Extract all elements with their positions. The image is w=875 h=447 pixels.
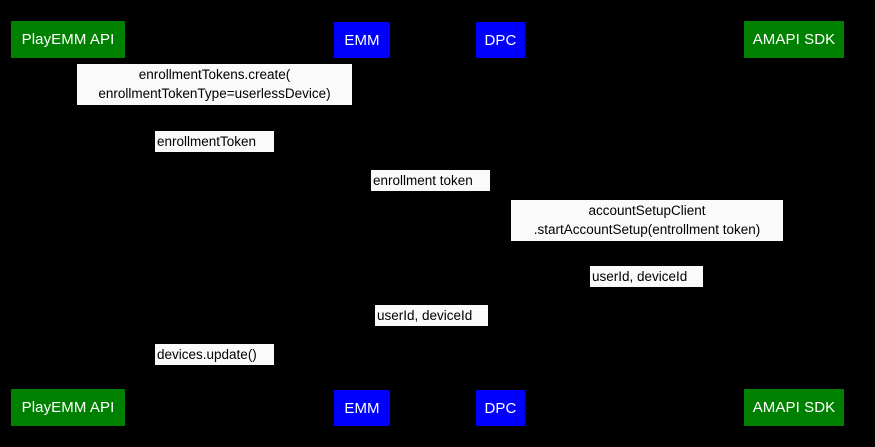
participant-label: DPC bbox=[484, 399, 517, 417]
participant-emm[interactable]: EMM bbox=[334, 22, 390, 58]
participant-label: PlayEMM API bbox=[21, 399, 115, 416]
participant-label: EMM bbox=[344, 399, 380, 417]
message-label-devices-update: devices.update() bbox=[155, 344, 274, 365]
participant-playemm-api[interactable]: PlayEMM API bbox=[11, 21, 125, 58]
message-label-enrollment-token-transfer: enrollment token bbox=[371, 170, 490, 191]
participant-label: AMAPI SDK bbox=[752, 399, 836, 416]
message-label-userid-deviceid-to-dpc: userId, deviceId bbox=[590, 266, 703, 287]
message-label-start-account-setup: accountSetupClient .startAccountSetup(en… bbox=[511, 200, 783, 241]
participant-label: DPC bbox=[484, 31, 517, 49]
message-label-userid-deviceid-to-emm: userId, deviceId bbox=[375, 305, 488, 326]
lifeline-amapi-sdk bbox=[794, 58, 795, 389]
participant-amapi-sdk[interactable]: AMAPI SDK bbox=[744, 21, 844, 58]
participant-label: AMAPI SDK bbox=[752, 31, 836, 48]
lifeline-emm bbox=[361, 58, 362, 390]
message-label-enrollment-tokens-create: enrollmentTokens.create( enrollmentToken… bbox=[77, 64, 352, 105]
lifeline-playemm-api bbox=[68, 58, 69, 389]
message-label-enrollment-token-response: enrollmentToken bbox=[155, 131, 274, 152]
participant-amapi-sdk[interactable]: AMAPI SDK bbox=[744, 389, 844, 426]
participant-label: EMM bbox=[344, 31, 380, 49]
participant-dpc[interactable]: DPC bbox=[476, 390, 525, 426]
lifeline-dpc bbox=[500, 58, 501, 390]
participant-playemm-api[interactable]: PlayEMM API bbox=[11, 389, 125, 426]
participant-label: PlayEMM API bbox=[21, 31, 115, 48]
participant-dpc[interactable]: DPC bbox=[476, 22, 525, 58]
participant-emm[interactable]: EMM bbox=[334, 390, 390, 426]
